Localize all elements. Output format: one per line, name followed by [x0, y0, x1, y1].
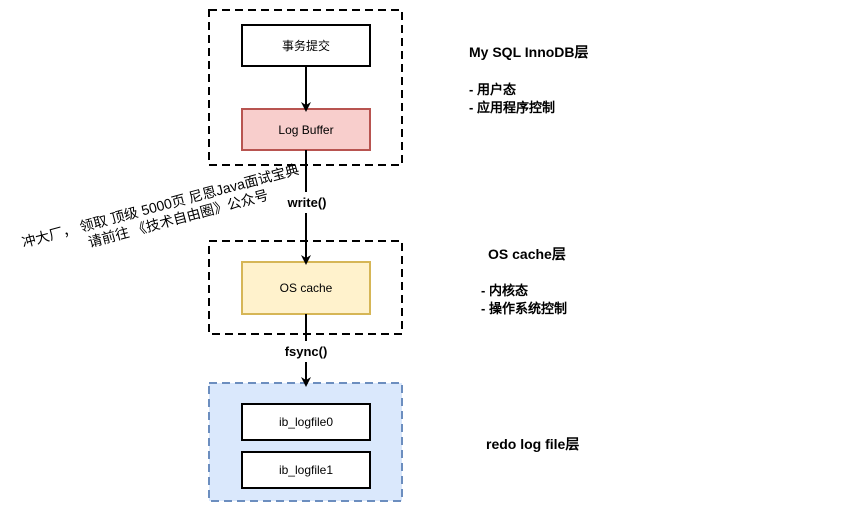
node-log-buffer-label: Log Buffer — [278, 123, 333, 137]
node-commit-label: 事务提交 — [282, 38, 330, 53]
os-cache-layer-title: OS cache层 — [488, 246, 566, 262]
innodb-layer-title: My SQL InnoDB层 — [469, 44, 589, 60]
edge-fsync-label: fsync() — [285, 344, 328, 359]
node-logfile1-label: ib_logfile1 — [279, 463, 333, 477]
node-os-cache-label: OS cache — [280, 281, 333, 295]
redo-layer-title: redo log file层 — [486, 436, 580, 452]
node-logfile0-label: ib_logfile0 — [279, 415, 333, 429]
os-cache-layer-point: - 操作系统控制 — [481, 301, 567, 316]
edge-write-label: write() — [287, 195, 327, 210]
fsync-label-bg — [280, 342, 334, 360]
node-commit[interactable]: 事务提交 — [241, 24, 371, 67]
write-label-bg — [284, 193, 330, 211]
node-os-cache[interactable]: OS cache — [241, 261, 371, 315]
os-cache-layer-point: - 内核态 — [481, 283, 528, 298]
innodb-layer-point: - 应用程序控制 — [469, 100, 555, 115]
node-logfile1[interactable]: ib_logfile1 — [241, 451, 371, 489]
innodb-layer-point: - 用户态 — [469, 82, 516, 97]
node-logfile0[interactable]: ib_logfile0 — [241, 403, 371, 441]
node-log-buffer[interactable]: Log Buffer — [241, 108, 371, 151]
